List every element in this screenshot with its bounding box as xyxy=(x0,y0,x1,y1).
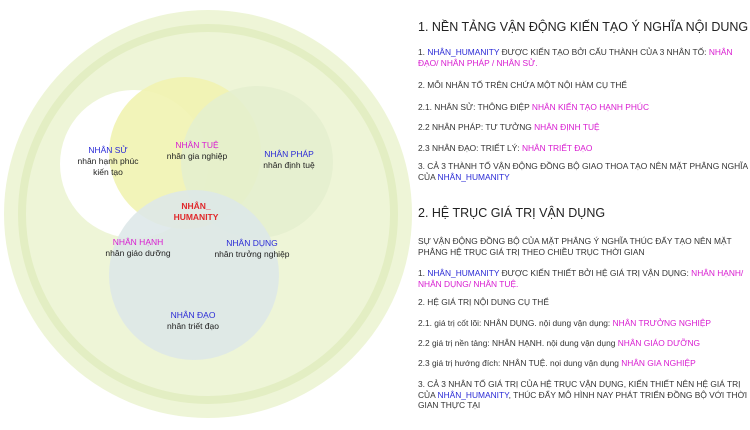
s2-paragraph-2-2: 2.2 giá trị nền tảng: NHÂN HẠNH. nội dun… xyxy=(418,338,701,348)
s1-highlight-2-3: NHÂN TRIẾT ĐẠO xyxy=(521,143,593,153)
s2-paragraph-1: 1. NHÂN_HUMANITY ĐƯỢC KIẾN THIẾT BỞI HỆ … xyxy=(418,268,744,289)
s1-paragraph-2: 2. MỖI NHÂN TỐ TRÊN CHỨA MỘT NỘI HÀM CỤ … xyxy=(418,80,627,90)
s2-values-highlight: NHÂN HẠNH/ NHÂN DỤNG/ NHÂN TUỆ. xyxy=(418,268,744,289)
sub-nhan-dung: nhân trưởng nghiệp xyxy=(214,249,289,259)
s1-humanity-name-2: NHÂN_HUMANITY xyxy=(437,171,510,182)
s2-paragraph-2: 2. HỆ GIÁ TRỊ NỘI DUNG CỤ THỂ xyxy=(418,297,549,307)
s2-paragraph-2-3: 2.3 giá trị hướng đích: NHÂN TUỆ. nọi du… xyxy=(418,358,696,368)
label-nhan-su: NHÂN SỬ xyxy=(88,144,127,155)
center-label-2: HUMANITY xyxy=(174,212,219,222)
label-nhan-dung: NHÂN DỤNG xyxy=(226,238,277,248)
label-nhan-hanh: NHÂN HẠNH xyxy=(113,237,164,247)
s1-paragraph-1: 1. NHÂN_HUMANITY ĐƯỢC KIẾN TẠO BỞI CẤU T… xyxy=(418,47,733,68)
s2-humanity-name: NHÂN_HUMANITY xyxy=(427,268,500,278)
s2-highlight-2-2: NHÂN GIÁO DƯỠNG xyxy=(617,338,701,348)
s1-factors-highlight: NHÂN ĐẠO/ NHÂN PHÁP / NHÂN SỬ. xyxy=(418,47,733,68)
label-nhan-dao: NHÂN ĐẠO xyxy=(171,310,216,320)
center-label-1: NHÂN_ xyxy=(181,200,211,211)
s2-highlight-2-3: NHÂN GIA NGHIỆP xyxy=(621,358,696,368)
circle-nhan-dao xyxy=(109,190,279,360)
s1-paragraph-2-1: 2.1. NHÂN SỬ: THÔNG ĐIỆP NHÂN KIẾN TẠO H… xyxy=(418,102,650,112)
s1-humanity-name: NHÂN_HUMANITY xyxy=(427,47,500,57)
section-2-title: 2. HỆ TRỤC GIÁ TRỊ VẬN DỤNG xyxy=(418,206,606,220)
s1-paragraph-2-3: 2.3 NHÂN ĐẠO: TRIẾT LÝ: NHÂN TRIẾT ĐẠO xyxy=(418,143,593,153)
sub-nhan-phap: nhân định tuệ xyxy=(263,160,315,170)
s2-paragraph-2-1: 2.1. giá trị cốt lõi: NHÂN DỤNG. nội dun… xyxy=(418,318,711,328)
sub-nhan-su-1: nhân hạnh phúc xyxy=(78,156,140,166)
s1-paragraph-2-2: 2.2 NHÂN PHÁP: TƯ TƯỞNG NHÂN ĐỊNH TUỆ xyxy=(418,122,600,132)
sub-nhan-hanh: nhân giáo dưỡng xyxy=(105,248,170,258)
s1-highlight-2-1: NHÂN KIẾN TẠO HẠNH PHÚC xyxy=(531,102,650,112)
s2-paragraph-3: 3. CẢ 3 NHÂN TỐ GIÁ TRỊ CỦA HỆ TRỤC VẬN … xyxy=(418,379,748,410)
s2-humanity-name-2: NHÂN_HUMANITY xyxy=(437,389,509,400)
venn-diagram: NHÂN SỬ nhân hạnh phúc kiến tạo NHÂN TUỆ… xyxy=(4,10,412,418)
s2-highlight-2-1: NHÂN TRƯỞNG NGHIỆP xyxy=(612,318,711,328)
sub-nhan-tue: nhân gia nghiệp xyxy=(167,151,228,161)
label-nhan-phap: NHÂN PHÁP xyxy=(264,149,314,159)
s1-paragraph-3: 3. CẢ 3 THÀNH TỐ VẬN ĐỘNG ĐỒNG BỘ GIAO T… xyxy=(418,161,748,182)
sub-nhan-dao: nhân triết đạo xyxy=(167,321,219,331)
s2-intro: SỰ VẬN ĐỘNG ĐỒNG BỘ CỦA MẶT PHẲNG Ý NGHĨ… xyxy=(418,236,732,257)
s1-highlight-2-2: NHÂN ĐỊNH TUỆ xyxy=(534,122,600,132)
label-nhan-tue: NHÂN TUỆ xyxy=(175,140,219,150)
outer-ring xyxy=(18,24,398,404)
section-1-title: 1. NỀN TẢNG VẬN ĐỘNG KIẾN TẠO Ý NGHĨA NỘ… xyxy=(418,20,749,34)
sub-nhan-su-2: kiến tạo xyxy=(93,167,123,177)
